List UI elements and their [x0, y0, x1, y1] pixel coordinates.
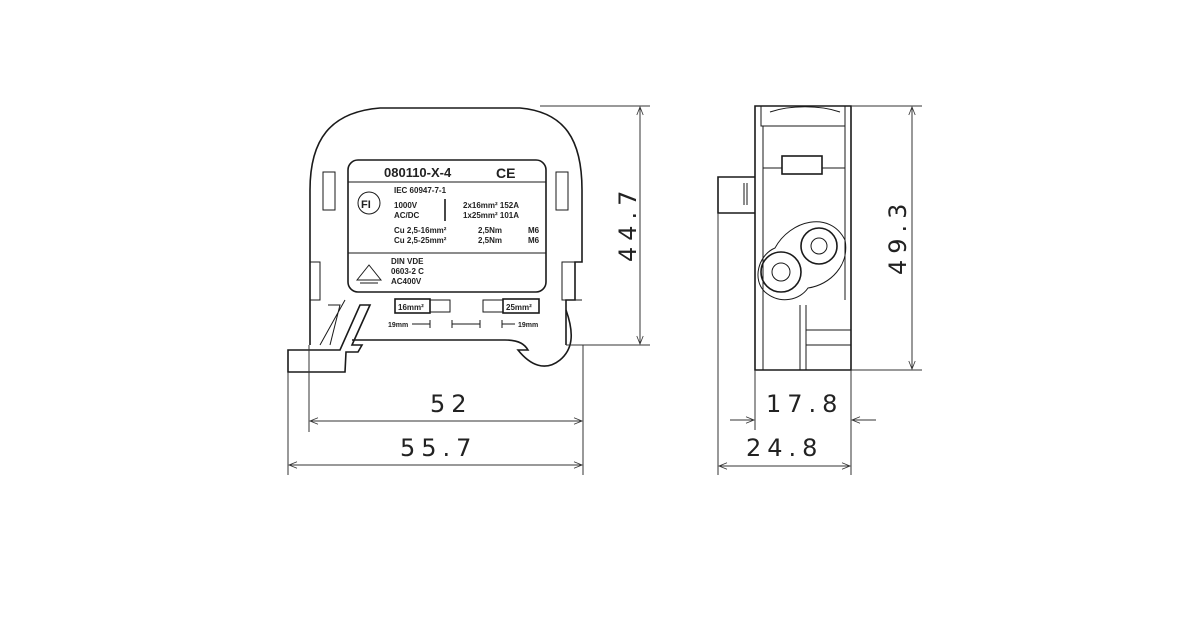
terminal-right — [502, 298, 540, 314]
vde-triangle-icon — [355, 264, 383, 284]
svg-text:M6: M6 — [528, 226, 540, 235]
dimension-width-inner: 52 — [287, 345, 584, 475]
svg-text:19mm: 19mm — [518, 322, 538, 329]
terminal-screw-2 — [800, 227, 838, 265]
dimension-height-front: 44.7 — [540, 105, 650, 346]
terminal-screw-1 — [760, 251, 802, 293]
rail-hook — [352, 309, 573, 367]
svg-text:25mm²: 25mm² — [506, 303, 532, 312]
front-view: 080110-X-4 CE FI IEC 60947-7-1 1000V AC/… — [287, 105, 650, 475]
dimension-depth-inner: 17.8 — [717, 213, 876, 475]
ce-mark: CE — [496, 165, 515, 181]
standard-text: IEC 60947-7-1 — [394, 186, 447, 195]
part-number: 080110-X-4 — [384, 165, 452, 180]
dimension-width-outer: 55.7 — [287, 434, 584, 469]
front-body-outline — [309, 107, 583, 345]
svg-text:44.7: 44.7 — [614, 185, 642, 262]
svg-text:AC/DC: AC/DC — [394, 211, 420, 220]
svg-text:2x16mm² 152A: 2x16mm² 152A — [463, 201, 519, 210]
din-rail-foot — [287, 304, 372, 373]
side-protrusion — [717, 176, 755, 214]
svg-text:Cu 2,5-25mm²: Cu 2,5-25mm² — [394, 236, 447, 245]
right-clip — [561, 261, 582, 301]
svg-text:19mm: 19mm — [388, 322, 408, 329]
svg-text:55.7: 55.7 — [400, 434, 477, 462]
svg-text:16mm²: 16mm² — [398, 303, 424, 312]
left-slot — [322, 171, 336, 211]
label-plate — [347, 159, 547, 293]
side-screw-slot — [781, 155, 823, 175]
svg-text:52: 52 — [430, 390, 473, 418]
right-slot — [555, 171, 569, 211]
svg-text:DIN VDE: DIN VDE — [391, 257, 424, 266]
svg-text:Cu 2,5-16mm²: Cu 2,5-16mm² — [394, 226, 447, 235]
dimension-depth-outer: 24.8 — [717, 434, 852, 470]
fi-logo-icon — [357, 191, 381, 215]
svg-text:1x25mm² 101A: 1x25mm² 101A — [463, 211, 519, 220]
rail-latch — [319, 299, 346, 346]
svg-text:0603-2 C: 0603-2 C — [391, 267, 424, 276]
svg-text:AC400V: AC400V — [391, 277, 422, 286]
svg-text:2,5Nm: 2,5Nm — [478, 236, 502, 245]
svg-text:1000V: 1000V — [394, 201, 418, 210]
svg-text:2,5Nm: 2,5Nm — [478, 226, 502, 235]
svg-text:49.3: 49.3 — [884, 198, 912, 275]
svg-text:17.8: 17.8 — [766, 390, 843, 418]
left-clip — [310, 261, 321, 301]
side-view: 49.3 17.8 24.8 — [717, 105, 922, 475]
svg-text:FI: FI — [361, 199, 371, 211]
svg-text:24.8: 24.8 — [746, 434, 823, 462]
dimension-height-side: 49.3 — [851, 105, 922, 371]
svg-text:M6: M6 — [528, 236, 540, 245]
